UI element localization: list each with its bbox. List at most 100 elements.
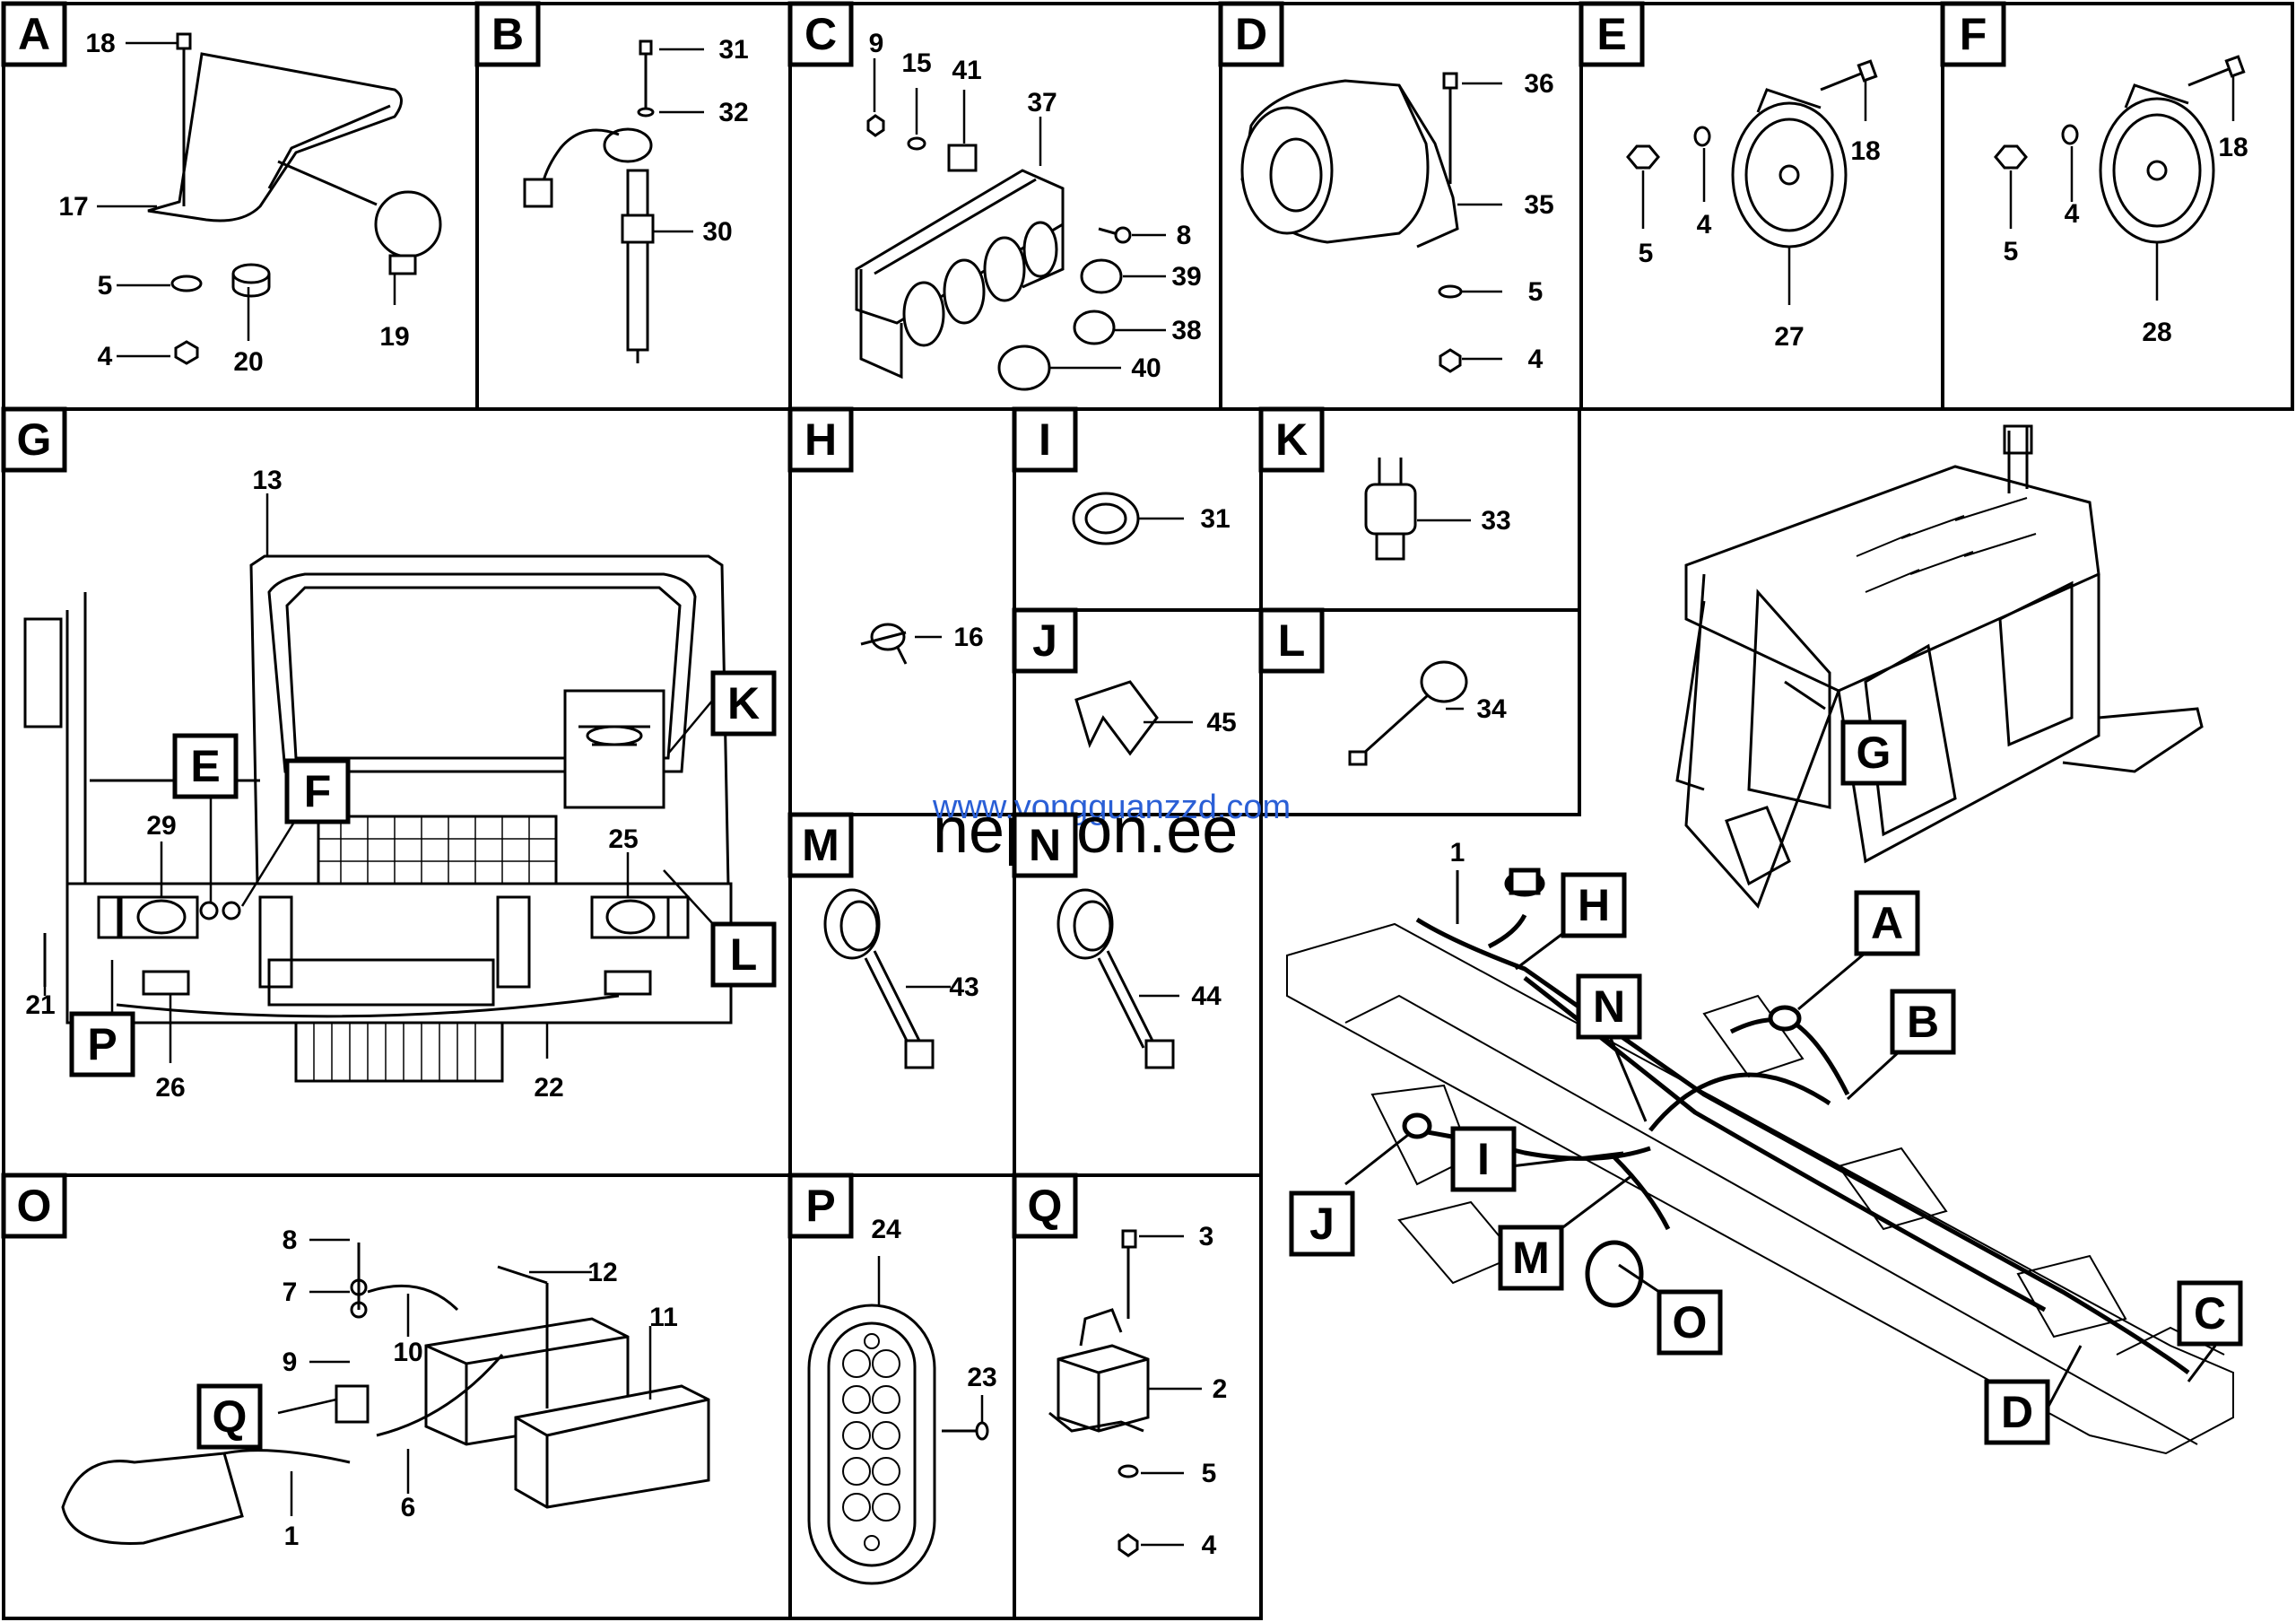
- part-number-m-43: 43: [949, 972, 978, 1002]
- part-number-p-24: 24: [871, 1215, 901, 1244]
- overview-callout-m: M: [1498, 1225, 1564, 1291]
- panel-label-p: P: [787, 1173, 854, 1239]
- panel-a-drawing: [147, 32, 442, 365]
- g-callout-p: P: [69, 1011, 135, 1077]
- svg-text:B: B: [491, 9, 524, 59]
- panel-label-k: K: [1258, 406, 1325, 473]
- overview-leaders: [1344, 680, 2217, 1414]
- svg-text:H: H: [1578, 880, 1610, 930]
- panel-label-b: B: [474, 1, 541, 67]
- part-number-e-4: 4: [1697, 210, 1712, 240]
- overview-callout-h: H: [1561, 872, 1627, 938]
- part-number-k-33: 33: [1481, 506, 1510, 536]
- svg-text:D: D: [1235, 9, 1267, 59]
- part-number-c-37: 37: [1027, 88, 1057, 118]
- svg-text:N: N: [1593, 981, 1625, 1032]
- svg-text:O: O: [1673, 1297, 1708, 1347]
- part-number-q-2: 2: [1213, 1374, 1228, 1404]
- part-number-e-27: 27: [1774, 322, 1804, 352]
- panel-i-drawing: [1072, 492, 1184, 545]
- panel-k-drawing: [1364, 458, 1471, 561]
- panel-label-m: M: [787, 812, 854, 878]
- part-number-b-31: 31: [718, 35, 748, 65]
- panel-label-c: C: [787, 1, 854, 67]
- part-number-f-4: 4: [2065, 199, 2080, 229]
- part-number-i-31: 31: [1200, 504, 1230, 534]
- part-number-e-5: 5: [1639, 239, 1654, 268]
- svg-text:J: J: [1309, 1199, 1335, 1249]
- panel-q-leaders: [1139, 1234, 1202, 1547]
- g-callout-e: E: [172, 733, 239, 799]
- panel-l-frame: [1259, 608, 1581, 816]
- svg-text:C: C: [2194, 1288, 2226, 1339]
- svg-text:O: O: [17, 1181, 52, 1231]
- part-number-g-25: 25: [608, 824, 638, 854]
- panel-j-drawing: [1074, 680, 1193, 756]
- svg-text:G: G: [1857, 728, 1892, 778]
- svg-text:Q: Q: [213, 1391, 248, 1442]
- overview-callout-j: J: [1289, 1190, 1355, 1257]
- overview-callout-d: D: [1984, 1379, 2050, 1445]
- part-number-o-12: 12: [587, 1258, 617, 1287]
- svg-text:F: F: [1960, 9, 1987, 59]
- panel-m-drawing: [823, 888, 951, 1069]
- part-number-a-4: 4: [98, 342, 113, 371]
- part-number-f-18: 18: [2218, 133, 2248, 162]
- panel-label-j: J: [1012, 607, 1078, 674]
- panel-e-leaders: [1641, 79, 1867, 305]
- part-number-g-26: 26: [155, 1073, 185, 1103]
- part-number-a-18: 18: [85, 29, 115, 58]
- overview-callout-b: B: [1890, 989, 1956, 1055]
- svg-text:I: I: [1477, 1134, 1490, 1184]
- panel-l-drawing: [1348, 660, 1468, 766]
- part-number-n-44: 44: [1191, 981, 1222, 1011]
- part-number-b-32: 32: [718, 98, 748, 127]
- watermark-logo: neppon.ee: [933, 795, 1238, 867]
- svg-text:I: I: [1039, 414, 1051, 465]
- part-number-o-8: 8: [283, 1225, 298, 1255]
- part-number-f-28: 28: [2142, 318, 2171, 347]
- part-number-o-11: 11: [649, 1303, 678, 1332]
- part-number-o-9: 9: [283, 1347, 298, 1377]
- panel-d-drawing: [1240, 72, 1463, 373]
- panel-e-drawing: [1626, 59, 1878, 249]
- part-number-j-45: 45: [1206, 708, 1236, 737]
- panel-a-leaders: [97, 41, 396, 358]
- part-number-p-23: 23: [967, 1363, 996, 1392]
- g-callout-l: L: [710, 921, 777, 988]
- panel-label-q: Q: [1012, 1173, 1078, 1239]
- part-number-g-13: 13: [252, 466, 282, 495]
- panel-label-l: L: [1258, 607, 1325, 674]
- panel-label-n: N: [1012, 812, 1078, 878]
- part-number-c-39: 39: [1171, 262, 1201, 292]
- panel-label-a: A: [1, 1, 67, 67]
- part-number-o-6: 6: [401, 1493, 416, 1522]
- part-number-o-1: 1: [284, 1522, 300, 1551]
- part-number-c-40: 40: [1131, 353, 1161, 383]
- o-callout-q: Q: [196, 1383, 263, 1450]
- part-number-d-36: 36: [1524, 69, 1553, 99]
- svg-text:Q: Q: [1028, 1181, 1063, 1231]
- svg-text:P: P: [805, 1181, 835, 1231]
- part-number-g-22: 22: [534, 1073, 563, 1103]
- svg-text:A: A: [1871, 898, 1903, 948]
- part-number-a-5: 5: [98, 271, 113, 301]
- overview-chassis: [1286, 922, 2234, 1455]
- svg-text:A: A: [18, 9, 50, 59]
- panel-n-drawing: [1057, 888, 1179, 1069]
- part-number-f-5: 5: [2004, 237, 2019, 266]
- overview-callout-g: G: [1840, 719, 1907, 786]
- panel-f-leaders: [2009, 74, 2235, 301]
- svg-text:K: K: [727, 678, 760, 728]
- svg-text:B: B: [1907, 997, 1939, 1047]
- panel-c-leaders: [873, 58, 1166, 370]
- part-number-d-4: 4: [1528, 344, 1544, 374]
- part-number-b-30: 30: [702, 217, 732, 247]
- part-number-c-15: 15: [901, 48, 931, 78]
- part-number-o-7: 7: [283, 1278, 298, 1307]
- part-number-q-5: 5: [1202, 1459, 1217, 1488]
- overview-callout-o: O: [1657, 1289, 1723, 1356]
